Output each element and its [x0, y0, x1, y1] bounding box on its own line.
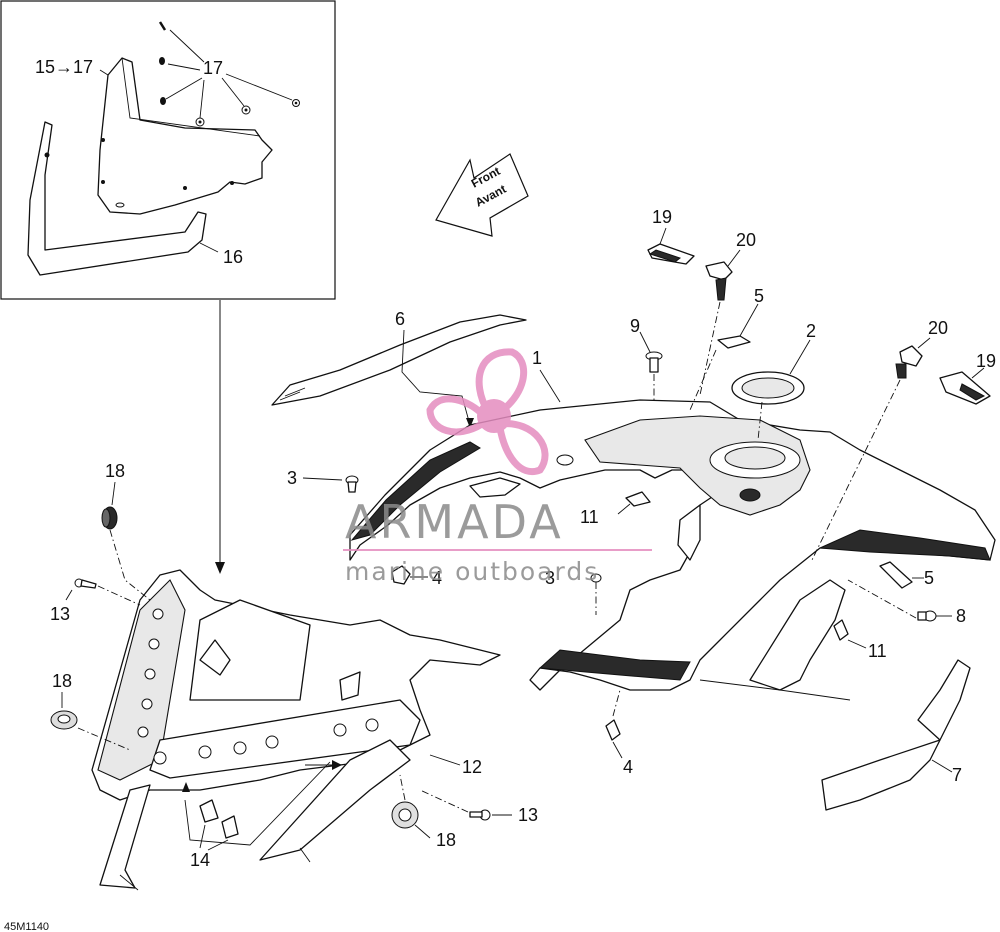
callout-12: 12: [462, 757, 482, 777]
callout-1: 1: [532, 348, 542, 368]
body-panel-1: 1: [349, 348, 996, 691]
callout-19-left: 19: [652, 207, 672, 227]
cap-ring-2: 2: [731, 321, 816, 441]
callout-18-top: 18: [105, 461, 125, 481]
speed-nuts-11: 11 11: [580, 491, 887, 661]
callout-20-right: 20: [928, 318, 948, 338]
callout-18-left: 18: [52, 671, 72, 691]
callout-19-right: 19: [976, 351, 996, 371]
callout-8: 8: [956, 606, 966, 626]
windshield-inset: 15→17 17 16: [0, 0, 336, 300]
pads-5: 5 5: [689, 286, 934, 589]
callout-4-top: 4: [432, 568, 442, 588]
armada-watermark: ARMADA marine outboards: [343, 348, 652, 586]
callout-11-center: 11: [580, 507, 599, 527]
callout-2: 2: [806, 321, 816, 341]
callout-3-right: 3: [545, 568, 555, 588]
callout-6: 6: [395, 309, 405, 329]
callout-5-right: 5: [924, 568, 934, 588]
callout-16: 16: [223, 247, 243, 267]
callout-4-bottom: 4: [623, 757, 633, 777]
screw-9: 9: [630, 316, 663, 400]
drawing-number: 45M1140: [4, 921, 49, 932]
callout-5-top: 5: [754, 286, 764, 306]
watermark-tagline: marine outboards: [345, 557, 599, 586]
callout-20-left: 20: [736, 230, 756, 250]
lower-trim-7: 7: [821, 659, 971, 811]
screws-13: 13 13: [50, 578, 538, 825]
callout-13-right: 13: [518, 805, 538, 825]
callout-14: 14: [190, 850, 210, 870]
callout-7: 7: [952, 765, 962, 785]
right-side-bracket: [699, 579, 851, 701]
watermark-brand: ARMADA: [345, 495, 564, 549]
callout-3-left: 3: [287, 468, 297, 488]
callout-17: 17: [203, 58, 223, 78]
front-direction-arrow: Front Avant: [435, 153, 529, 237]
handles-19-20: 19 20 20 19: [647, 207, 996, 561]
propeller-logo-icon: [426, 348, 549, 476]
side-decal-6: 6: [271, 309, 527, 428]
screw-8: 8: [847, 579, 966, 626]
nuts-4: 4 4: [391, 565, 633, 777]
grommets-18: 18 18 18: [50, 461, 456, 850]
callout-9: 9: [630, 316, 640, 336]
callout-15-17: 15→17: [35, 57, 93, 77]
clips-14: 14: [190, 799, 239, 870]
rivets-3: 3 3: [287, 468, 602, 615]
callout-18-bottom: 18: [436, 830, 456, 850]
callout-13-left: 13: [50, 604, 70, 624]
callout-11-right: 11: [868, 641, 887, 661]
front-assembly-12: 12: [91, 569, 501, 891]
